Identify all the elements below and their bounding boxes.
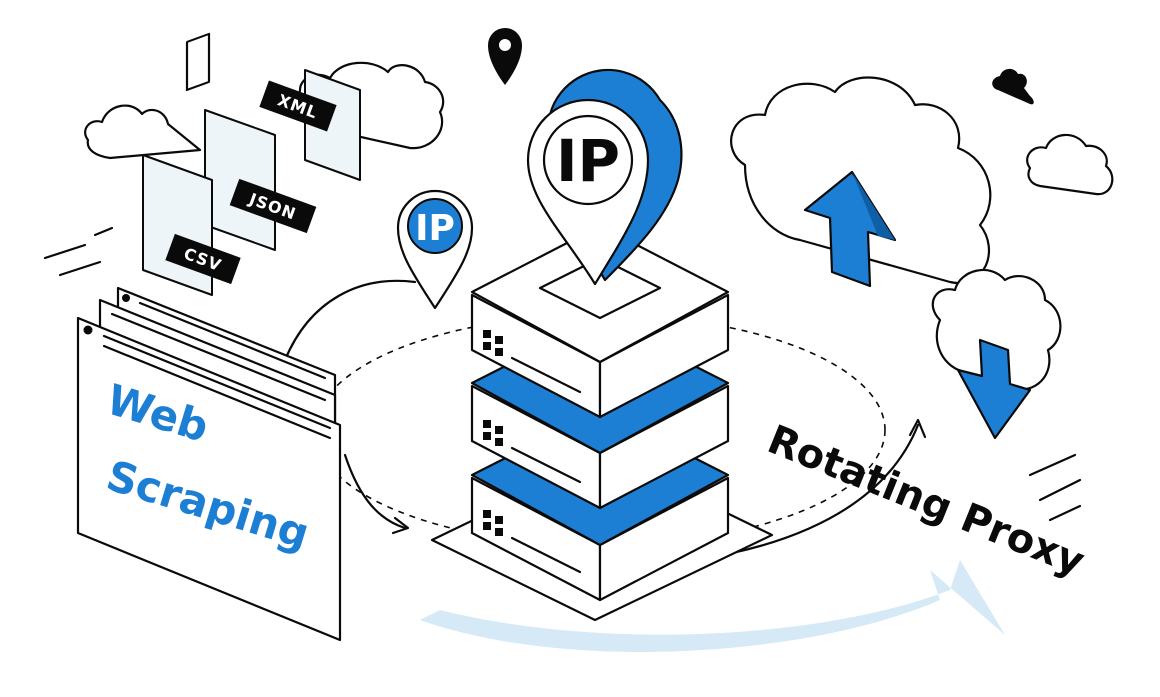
swoosh-arrow (420, 560, 1005, 653)
decor-card (185, 32, 211, 92)
rotating-proxy-title: Rotating Proxy (761, 417, 1090, 586)
file-card-json: JSON (204, 109, 317, 251)
cloud-icon-large (730, 76, 992, 285)
browser-window-front: Web Scraping (76, 316, 342, 642)
cloud-icon-left (84, 104, 202, 160)
upload-arrow-icon (803, 170, 897, 288)
ip-label-small: IP (415, 208, 455, 249)
server-icon (470, 224, 730, 602)
ip-pin-large-icon: IP (526, 68, 683, 286)
file-card-xml: XML (259, 69, 361, 181)
cloud-icon-dark (992, 68, 1034, 105)
curve-arrow-left (283, 279, 417, 362)
ip-label-large: IP (556, 127, 620, 195)
ip-pin-small-icon: IP (396, 189, 474, 310)
cloud-icon-small (1026, 133, 1114, 196)
download-arrow-icon (956, 338, 1032, 440)
location-pin-icon (488, 28, 522, 85)
curve-arrow-bottom (343, 453, 407, 530)
file-card-csv: CSV (142, 154, 241, 296)
